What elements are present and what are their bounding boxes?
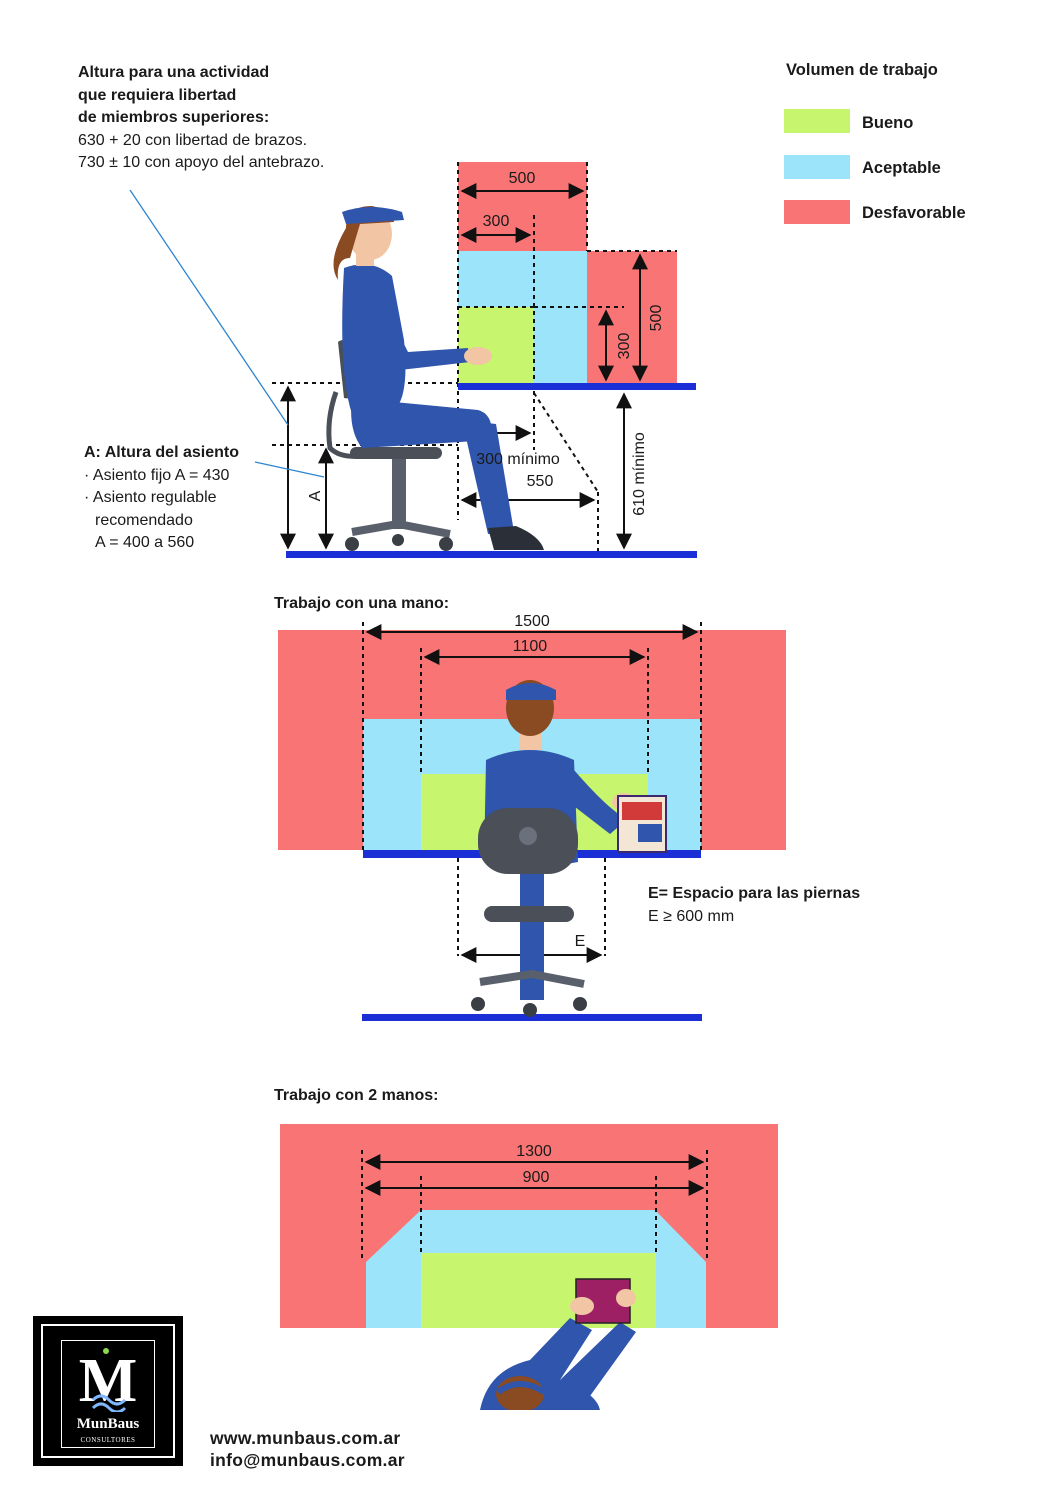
height-callout-line xyxy=(129,189,289,426)
website-link[interactable]: www.munbaus.com.ar xyxy=(210,1428,401,1448)
legend-label-unfavorable: Desfavorable xyxy=(862,204,966,222)
height-note-title-3: de miembros superiores: xyxy=(78,109,270,126)
dim-label-500-horizontal: 500 xyxy=(509,170,536,187)
dim-label-300-horizontal: 300 xyxy=(483,213,510,230)
worker-side-illustration xyxy=(326,206,544,551)
height-note-title-2: que requiera libertad xyxy=(78,86,237,104)
seat-note-title: A: Altura del asiento xyxy=(84,444,239,461)
side-floor xyxy=(286,551,697,558)
legend-swatch-unfavorable xyxy=(784,200,850,224)
legend-swatch-acceptable xyxy=(784,155,850,179)
logo-name: MunBaus xyxy=(76,1416,140,1432)
two-hands-dim-label-900: 900 xyxy=(523,1169,550,1186)
logo-border xyxy=(41,1324,175,1458)
worker-top-illustration xyxy=(480,1278,636,1410)
seat-note-recommended: recomendado xyxy=(95,511,193,529)
side-table-top xyxy=(458,383,696,390)
height-note: Altura para una actividad que requiera l… xyxy=(78,62,324,175)
legend-title: Volumen de trabajo xyxy=(786,61,938,79)
two-hands-title: Trabajo con 2 manos: xyxy=(274,1087,439,1104)
worker-back-illustration xyxy=(471,680,636,1017)
seat-callout-line xyxy=(254,461,325,478)
seat-note: A: Altura del asiento · Asiento fijo A =… xyxy=(84,442,239,555)
legend-swatch-good xyxy=(784,109,850,133)
legspace-note: E= Espacio para las piernas E ≥ 600 mm xyxy=(648,883,860,928)
email-link[interactable]: info@munbaus.com.ar xyxy=(210,1450,405,1470)
legspace-title: E= Espacio para las piernas xyxy=(648,885,861,902)
one-hand-dim-label-e: E xyxy=(575,933,586,950)
one-hand-title: Trabajo con una mano: xyxy=(274,595,450,612)
box-illustration xyxy=(617,795,667,853)
two-hands-dim-label-1300: 1300 xyxy=(516,1143,552,1160)
legend-label-good: Bueno xyxy=(862,114,914,132)
dim-label-a: A xyxy=(307,490,324,501)
height-note-forearm-support: 730 ± 10 con apoyo del antebrazo. xyxy=(78,154,325,171)
one-hand-dim-label-1500: 1500 xyxy=(514,613,550,630)
dim-label-550: 550 xyxy=(527,473,554,490)
dim-label-610: 610 mínimo xyxy=(631,432,648,516)
dim-label-300-vertical: 300 xyxy=(616,333,633,360)
legspace-value: E ≥ 600 mm xyxy=(648,907,735,925)
zone-good xyxy=(458,307,534,383)
dim-label-500-vertical: 500 xyxy=(648,305,665,332)
logo-letter: M xyxy=(78,1347,138,1415)
height-note-title-1: Altura para una actividad xyxy=(78,64,270,81)
two-hands-diagram: 1300 900 xyxy=(280,1124,778,1410)
company-logo: M MunBaus CONSULTORES xyxy=(33,1316,183,1466)
seat-note-fixed: · Asiento fijo A = 430 xyxy=(84,466,230,484)
leaf-dots-icon xyxy=(103,1348,109,1354)
logo-subtitle: CONSULTORES xyxy=(80,1436,136,1444)
wave-icon xyxy=(91,1394,127,1412)
legend-label-acceptable: Aceptable xyxy=(862,159,941,177)
seat-note-range: A = 400 a 560 xyxy=(95,534,195,551)
logo-inner-border xyxy=(61,1340,155,1448)
seat-note-adjustable: · Asiento regulable xyxy=(84,489,217,506)
one-hand-dim-label-1100: 1100 xyxy=(513,638,548,655)
dim-label-300-min: 300 mínimo xyxy=(476,451,560,468)
one-hand-floor xyxy=(362,1014,702,1021)
one-hand-diagram: 1500 1100 E xyxy=(278,613,786,1021)
height-note-free-arms: 630 + 20 con libertad de brazos. xyxy=(78,131,308,149)
side-view-diagram: 500 300 500 300 300 mínimo 550 610 mínim… xyxy=(129,162,697,558)
